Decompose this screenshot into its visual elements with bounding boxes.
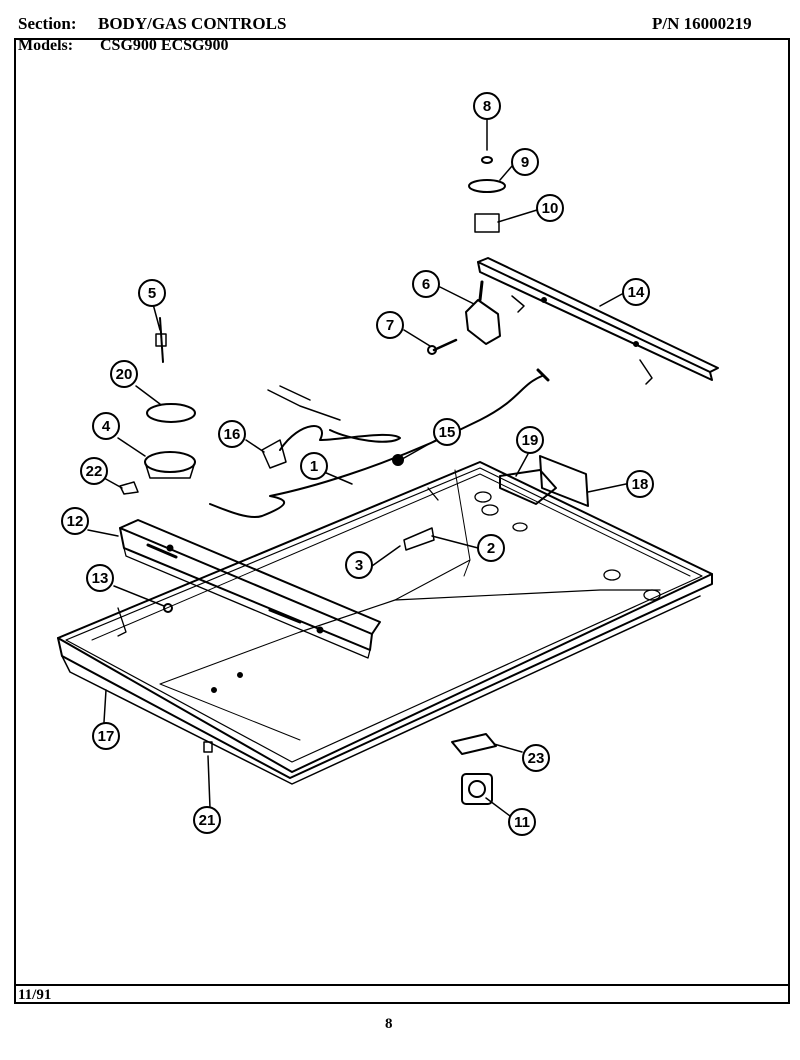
gas-tube-drawing xyxy=(209,368,550,518)
callout-7: 7 xyxy=(376,311,404,339)
callout-label: 21 xyxy=(199,812,216,829)
section-label: Section: xyxy=(18,14,77,33)
page-number: 8 xyxy=(385,1016,393,1032)
callout-23: 23 xyxy=(522,744,550,772)
callout-15: 15 xyxy=(433,418,461,446)
callout-circle xyxy=(300,452,328,480)
section-value: BODY/GAS CONTROLS xyxy=(98,14,287,33)
valve-drawing xyxy=(427,156,506,355)
ignitor-parts-drawing xyxy=(119,317,196,495)
callout-circle xyxy=(86,564,114,592)
bracket-and-box-drawing xyxy=(403,455,589,551)
callout-circle xyxy=(218,420,246,448)
callout-label: 12 xyxy=(67,513,84,530)
callout-circle xyxy=(376,311,404,339)
callout-label: 10 xyxy=(542,200,559,217)
callout-1: 1 xyxy=(300,452,328,480)
callout-label: 18 xyxy=(632,476,649,493)
body-pan-drawing xyxy=(57,461,713,785)
callout-label: 8 xyxy=(483,98,491,115)
callout-circle xyxy=(193,806,221,834)
callout-22: 22 xyxy=(80,457,108,485)
wiring-harness-drawing xyxy=(261,385,401,469)
callout-10: 10 xyxy=(536,194,564,222)
switch-parts-drawing xyxy=(163,603,497,805)
callout-8: 8 xyxy=(473,92,501,120)
manifold-drawing xyxy=(477,257,719,385)
callout-3: 3 xyxy=(345,551,373,579)
callout-5: 5 xyxy=(138,279,166,307)
callout-label: 23 xyxy=(528,750,545,767)
callout-4: 4 xyxy=(92,412,120,440)
callout-leader-lines xyxy=(87,119,627,817)
callout-18: 18 xyxy=(626,470,654,498)
callout-circle xyxy=(516,426,544,454)
callout-14: 14 xyxy=(622,278,650,306)
callout-21: 21 xyxy=(193,806,221,834)
callout-circle xyxy=(138,279,166,307)
callout-label: 14 xyxy=(628,284,645,301)
callout-label: 9 xyxy=(521,154,529,171)
callout-16: 16 xyxy=(218,420,246,448)
callout-circle xyxy=(110,360,138,388)
callout-circle xyxy=(412,270,440,298)
footer-rule xyxy=(14,984,790,986)
callout-11: 11 xyxy=(508,808,536,836)
callout-circle xyxy=(80,457,108,485)
callout-circle xyxy=(626,470,654,498)
callout-label: 3 xyxy=(355,557,363,574)
callout-label: 16 xyxy=(224,426,241,443)
callout-label: 2 xyxy=(487,540,495,557)
callout-12: 12 xyxy=(61,507,89,535)
callout-2: 2 xyxy=(477,534,505,562)
callout-circle xyxy=(92,412,120,440)
callout-label: 1 xyxy=(310,458,318,475)
diagram-frame xyxy=(14,38,790,1004)
callout-label: 13 xyxy=(92,570,109,587)
models-value: CSG900 ECSG900 xyxy=(100,37,229,54)
callout-circle xyxy=(61,507,89,535)
callout-label: 22 xyxy=(86,463,103,480)
callout-circle xyxy=(477,534,505,562)
callout-label: 4 xyxy=(102,418,111,435)
callout-circle xyxy=(92,722,120,750)
callout-circle xyxy=(473,92,501,120)
callout-label: 19 xyxy=(522,432,539,449)
callout-circle xyxy=(433,418,461,446)
footer-date: 11/91 xyxy=(18,987,52,1003)
callout-label: 20 xyxy=(116,366,133,383)
callout-20: 20 xyxy=(110,360,138,388)
callout-circle xyxy=(522,744,550,772)
callout-circle xyxy=(345,551,373,579)
callout-label: 7 xyxy=(386,317,394,334)
part-number: P/N 16000219 xyxy=(652,14,752,33)
callout-circle xyxy=(511,148,539,176)
callout-circle xyxy=(536,194,564,222)
callout-label: 6 xyxy=(422,276,430,293)
callout-label: 5 xyxy=(148,285,156,302)
front-bracket-drawing xyxy=(119,519,381,659)
callout-9: 9 xyxy=(511,148,539,176)
callout-label: 15 xyxy=(439,424,456,441)
callout-circle xyxy=(508,808,536,836)
callout-label: 11 xyxy=(514,814,530,831)
callout-17: 17 xyxy=(92,722,120,750)
callout-19: 19 xyxy=(516,426,544,454)
callout-13: 13 xyxy=(86,564,114,592)
models-label: Models: xyxy=(18,37,74,54)
callout-6: 6 xyxy=(412,270,440,298)
callout-circle xyxy=(622,278,650,306)
callout-label: 17 xyxy=(98,728,115,745)
